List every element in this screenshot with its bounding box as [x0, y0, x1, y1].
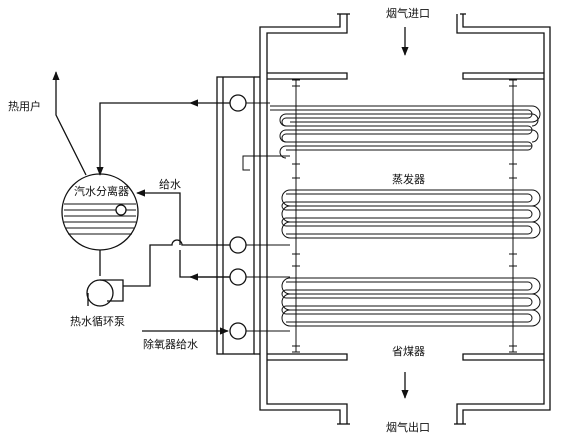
circulation-pump-icon — [86, 279, 124, 307]
label-flue-gas-inlet: 烟气进口 — [386, 6, 430, 20]
label-economizer: 省煤器 — [392, 345, 425, 358]
support-rods — [292, 79, 517, 353]
label-heat-user: 热用户 — [8, 99, 41, 113]
evaporator-coil — [242, 105, 541, 239]
economizer-coil — [281, 277, 541, 327]
label-hot-water-circulation-pump: 热水循环泵 — [70, 315, 125, 328]
header-circle-steam-outlet — [229, 94, 247, 112]
header-circle-economizer-outlet — [229, 268, 247, 286]
label-feed-water: 给水 — [159, 178, 181, 191]
label-flue-gas-outlet: 烟气出口 — [386, 420, 430, 434]
label-steam-water-separator: 汽水分离器 — [74, 184, 129, 198]
header-circle-economizer-inlet — [229, 322, 247, 340]
header-connections — [246, 102, 290, 332]
boiler-casing — [259, 13, 551, 425]
label-evaporator: 蒸发器 — [392, 172, 425, 186]
label-deaerator-feed-water: 除氧器给水 — [143, 337, 198, 351]
header-circle-evaporator-inlet — [229, 236, 247, 254]
header-box — [216, 76, 260, 355]
steam-water-separator-drum-icon — [61, 173, 139, 251]
piping — [52, 71, 230, 335]
